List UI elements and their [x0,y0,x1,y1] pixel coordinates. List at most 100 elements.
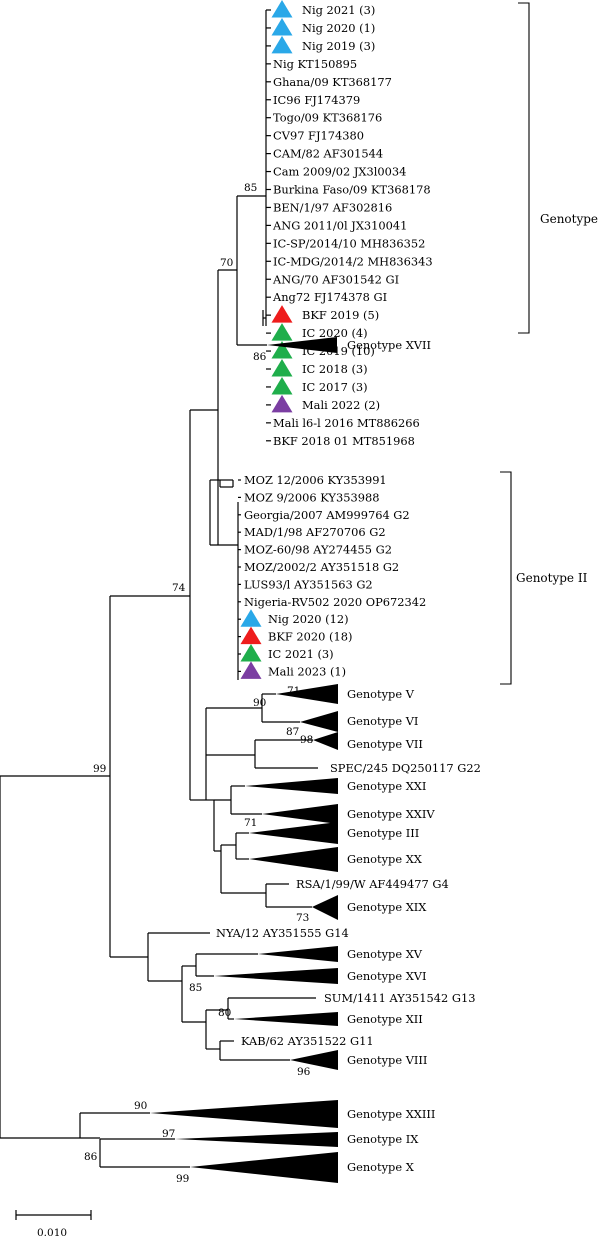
taxon-label: Cam 2009/02 JX3l0034 [273,165,406,179]
taxon-label: Nigeria-RV502 2020 OP672342 [244,595,426,609]
bootstrap-value: 99 [93,763,106,775]
bootstrap-value: 86 [253,351,267,363]
clade-label: Genotype XXIII [347,1107,435,1121]
taxon-label: IC-SP/2014/10 MH836352 [273,236,425,250]
genotype-2-bracket: Genotype II [500,471,588,685]
taxon-label: IC-MDG/2014/2 MH836343 [273,254,433,268]
taxon-label: BKF 2019 (5) [302,308,379,322]
taxon-label: SUM/1411 AY351542 G13 [324,991,476,1005]
clade-label: Genotype XXI [347,779,426,793]
collapsed-clades [150,684,338,1183]
clade-label: Genotype XIX [347,900,427,914]
clade-genotype-xii [234,1012,338,1026]
taxon-label: Mali l6-l 2016 MT886266 [273,416,420,430]
bootstrap-value: 71 [287,685,300,697]
clade-label: Genotype XVI [347,969,427,983]
marker-nig-triangle-icon [240,609,262,627]
taxon-label: MOZ 12/2006 KY353991 [244,473,387,487]
taxon-label: RSA/1/99/W AF449477 G4 [296,877,449,891]
clade-genotype-vi [300,711,338,732]
clade-genotype-xix [312,895,338,920]
marker-nig-triangle-icon [271,35,293,54]
marker-ic-triangle-icon [271,323,293,341]
clade-label: Genotype XVII [347,338,431,352]
clade-label: Genotype XII [347,1012,423,1026]
taxon-label: Burkina Faso/09 KT368178 [273,183,431,197]
taxon-label: Nig 2020 (12) [268,612,349,626]
taxon-label: Nig 2021 (3) [302,3,375,17]
clade-label: Genotype VII [347,737,423,751]
taxon-label: IC 2020 (4) [302,326,368,340]
clade-genotype-xxi [245,778,338,794]
taxon-label: IC 2018 (3) [302,362,368,376]
taxon-label: MOZ/2002/2 AY351518 G2 [244,560,399,574]
taxon-label: Nig KT150895 [273,57,357,71]
taxon-label: Nig 2020 (1) [302,21,375,35]
clade-label: Genotype X [347,1160,415,1174]
clade-genotype-xv [258,946,338,962]
taxon-label: ANG 2011/0l JX310041 [272,218,407,232]
bootstrap-value: 87 [286,726,299,738]
bootstrap-value: 70 [220,257,233,269]
taxon-label: MOZ 9/2006 KY353988 [244,490,379,504]
taxon-label: Nig 2019 (3) [302,39,375,53]
marker-ic-triangle-icon [240,644,262,662]
genotype-1-taxa: Nig 2021 (3) Nig 2020 (1) Nig 2019 (3) Nig … [266,0,433,448]
taxon-label: BEN/1/97 AF302816 [273,200,392,214]
taxon-label: CAM/82 AF301544 [273,147,383,161]
taxon-label: Togo/09 KT368176 [273,111,382,125]
taxon-label: Ghana/09 KT368177 [273,75,392,89]
taxon-label: IC96 FJ174379 [273,93,360,107]
clade-genotype-vii [313,732,338,750]
clade-genotype-ix [175,1132,338,1147]
bootstrap-value: 90 [253,697,266,709]
scale-bar: 0.010 [15,1210,92,1239]
marker-ic-triangle-icon [271,376,293,395]
clade-label: Genotype III [347,826,419,840]
bootstrap-value: 85 [244,182,257,194]
clade-label: Genotype IX [347,1132,419,1146]
taxon-label: Georgia/2007 AM999764 G2 [244,508,410,522]
clade-genotype-xvii [267,337,337,353]
marker-nig-triangle-icon [271,17,293,36]
genotype-2-label: Genotype II [516,571,588,585]
taxon-label: BKF 2018 01 MT851968 [273,434,415,448]
clade-label: Genotype VIII [347,1053,427,1067]
taxon-label: CV97 FJ174380 [273,129,364,143]
marker-ic-triangle-icon [271,341,293,359]
bootstrap-value: 85 [189,982,202,994]
clade-label: Genotype XX [347,852,423,866]
taxon-label: SPEC/245 DQ250117 G22 [330,761,481,775]
single-taxa-labels: SPEC/245 DQ250117 G22 RSA/1/99/W AF44947… [216,761,481,1048]
clade-genotype-xxiii [150,1100,338,1128]
taxon-label: LUS93/l AY351563 G2 [244,577,373,591]
marker-bkf-triangle-icon [240,626,262,645]
clade-label: Genotype XXIV [347,807,435,821]
marker-mali-triangle-icon [271,394,293,413]
taxon-label: BKF 2020 (18) [268,630,352,644]
genotype-1-bracket: Genotype I [518,2,600,334]
bootstrap-value: 99 [176,1173,189,1185]
bootstrap-value: 80 [218,1007,231,1019]
clade-genotype-viii [290,1050,338,1070]
taxon-label: IC 2021 (3) [268,647,334,661]
marker-nig-triangle-icon [271,0,293,18]
clade-label: Genotype XV [347,947,423,961]
marker-ic-triangle-icon [271,359,293,377]
clade-genotype-v [276,684,338,704]
bootstrap-values: 85 70 86 74 71 90 87 98 99 71 73 85 80 9… [84,182,313,1185]
clade-genotype-xx [249,847,338,872]
bootstrap-value: 97 [162,1128,175,1140]
clade-genotype-xvi [214,968,338,984]
taxon-label: Mali 2023 (1) [268,664,346,678]
clade-genotype-iii [249,822,338,844]
bootstrap-value: 86 [84,1151,98,1163]
clade-label: Genotype V [347,687,415,701]
taxon-label: MOZ-60/98 AY274455 G2 [244,543,392,557]
bootstrap-value: 96 [297,1066,311,1078]
clade-genotype-xxiv [262,804,338,824]
marker-mali-triangle-icon [240,661,262,679]
bootstrap-value: 90 [134,1100,147,1112]
